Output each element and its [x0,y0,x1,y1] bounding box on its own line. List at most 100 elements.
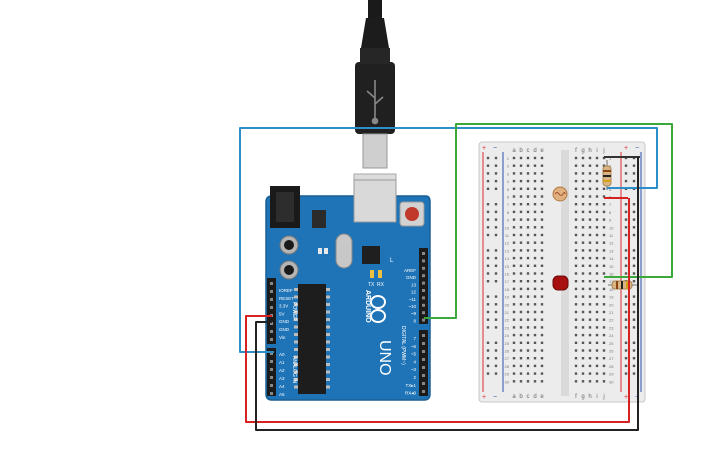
header-pin[interactable] [422,366,425,369]
breadboard-hole[interactable] [533,256,537,260]
breadboard-hole[interactable] [595,364,599,368]
header-pin[interactable] [270,376,273,379]
breadboard-hole[interactable] [533,187,537,190]
breadboard-hole[interactable] [512,357,516,360]
breadboard-hole[interactable] [512,164,516,167]
rail-hole[interactable] [632,226,636,229]
rail-hole[interactable] [494,210,498,214]
breadboard-hole[interactable] [574,203,578,206]
breadboard-hole[interactable] [512,249,516,252]
rail-hole[interactable] [494,295,498,298]
rail-hole[interactable] [624,318,628,321]
breadboard-hole[interactable] [574,303,578,306]
rail-hole[interactable] [494,226,498,229]
breadboard-hole[interactable] [574,264,578,267]
breadboard-hole[interactable] [588,179,592,183]
rail-hole[interactable] [624,249,628,252]
breadboard-hole[interactable] [526,380,530,383]
breadboard-hole[interactable] [602,203,606,206]
breadboard-hole[interactable] [595,249,599,252]
breadboard-hole[interactable] [519,233,523,237]
breadboard-hole[interactable] [540,372,544,375]
breadboard-hole[interactable] [512,172,516,175]
breadboard-hole[interactable] [595,233,599,237]
breadboard-hole[interactable] [519,272,523,275]
header-pin[interactable] [422,281,425,285]
breadboard-hole[interactable] [581,326,585,329]
rail-hole[interactable] [486,233,490,237]
rail-hole[interactable] [494,357,498,360]
breadboard-hole[interactable] [581,156,585,160]
breadboard-hole[interactable] [595,303,599,306]
breadboard-hole[interactable] [512,310,516,314]
breadboard-hole[interactable] [602,364,606,368]
header-pin[interactable] [422,390,425,393]
breadboard-hole[interactable] [581,318,585,321]
breadboard-hole[interactable] [581,364,585,368]
header-pin[interactable] [270,282,273,285]
rail-hole[interactable] [624,272,628,275]
breadboard-hole[interactable] [595,372,599,375]
breadboard-hole[interactable] [581,249,585,252]
rail-hole[interactable] [632,357,636,360]
breadboard-hole[interactable] [512,195,516,198]
rail-hole[interactable] [632,256,636,260]
breadboard-hole[interactable] [581,333,585,337]
breadboard-hole[interactable] [533,333,537,337]
breadboard-hole[interactable] [588,218,592,221]
breadboard-hole[interactable] [588,195,592,198]
breadboard-hole[interactable] [602,326,606,329]
breadboard-hole[interactable] [581,187,585,190]
breadboard-hole[interactable] [588,349,592,352]
breadboard-hole[interactable] [519,349,523,352]
breadboard-hole[interactable] [526,226,530,229]
breadboard-hole[interactable] [581,372,585,375]
breadboard-hole[interactable] [526,264,530,267]
rail-hole[interactable] [632,264,636,267]
rail-hole[interactable] [494,156,498,160]
breadboard-hole[interactable] [588,233,592,237]
breadboard-hole[interactable] [588,364,592,368]
breadboard-hole[interactable] [526,218,530,221]
header-pin[interactable] [270,322,273,325]
breadboard-hole[interactable] [526,256,530,260]
breadboard-hole[interactable] [512,179,516,183]
breadboard-hole[interactable] [574,349,578,352]
breadboard-hole[interactable] [512,287,516,291]
rail-hole[interactable] [486,164,490,167]
header-pin[interactable] [422,318,425,322]
breadboard-hole[interactable] [526,195,530,198]
breadboard-hole[interactable] [519,364,523,368]
breadboard-hole[interactable] [533,295,537,298]
breadboard-hole[interactable] [540,187,544,190]
breadboard-hole[interactable] [595,310,599,314]
breadboard-hole[interactable] [595,349,599,352]
black-wire[interactable] [255,321,639,431]
breadboard-hole[interactable] [512,295,516,298]
breadboard-hole[interactable] [519,203,523,206]
breadboard-hole[interactable] [602,264,606,267]
arduino-uno-board[interactable]: TX RX L ARDUINO UNO DIGITAL (PWM~) POWER… [265,179,431,401]
rail-hole[interactable] [624,164,628,167]
breadboard-hole[interactable] [595,256,599,260]
breadboard-hole[interactable] [602,318,606,321]
breadboard-hole[interactable] [512,333,516,337]
breadboard-hole[interactable] [602,226,606,229]
rail-hole[interactable] [486,210,490,214]
rail-hole[interactable] [624,233,628,237]
breadboard-hole[interactable] [581,341,585,344]
rail-hole[interactable] [624,218,628,221]
breadboard-hole[interactable] [574,256,578,260]
breadboard-hole[interactable] [526,210,530,214]
breadboard-hole[interactable] [526,172,530,175]
breadboard-hole[interactable] [512,349,516,352]
breadboard-hole[interactable] [519,241,523,244]
breadboard-hole[interactable] [595,357,599,360]
breadboard-hole[interactable] [519,195,523,198]
breadboard-hole[interactable] [512,303,516,306]
rail-hole[interactable] [632,203,636,206]
breadboard-hole[interactable] [526,372,530,375]
header-pin[interactable] [422,350,425,353]
breadboard-hole[interactable] [588,310,592,314]
breadboard-hole[interactable] [526,287,530,291]
